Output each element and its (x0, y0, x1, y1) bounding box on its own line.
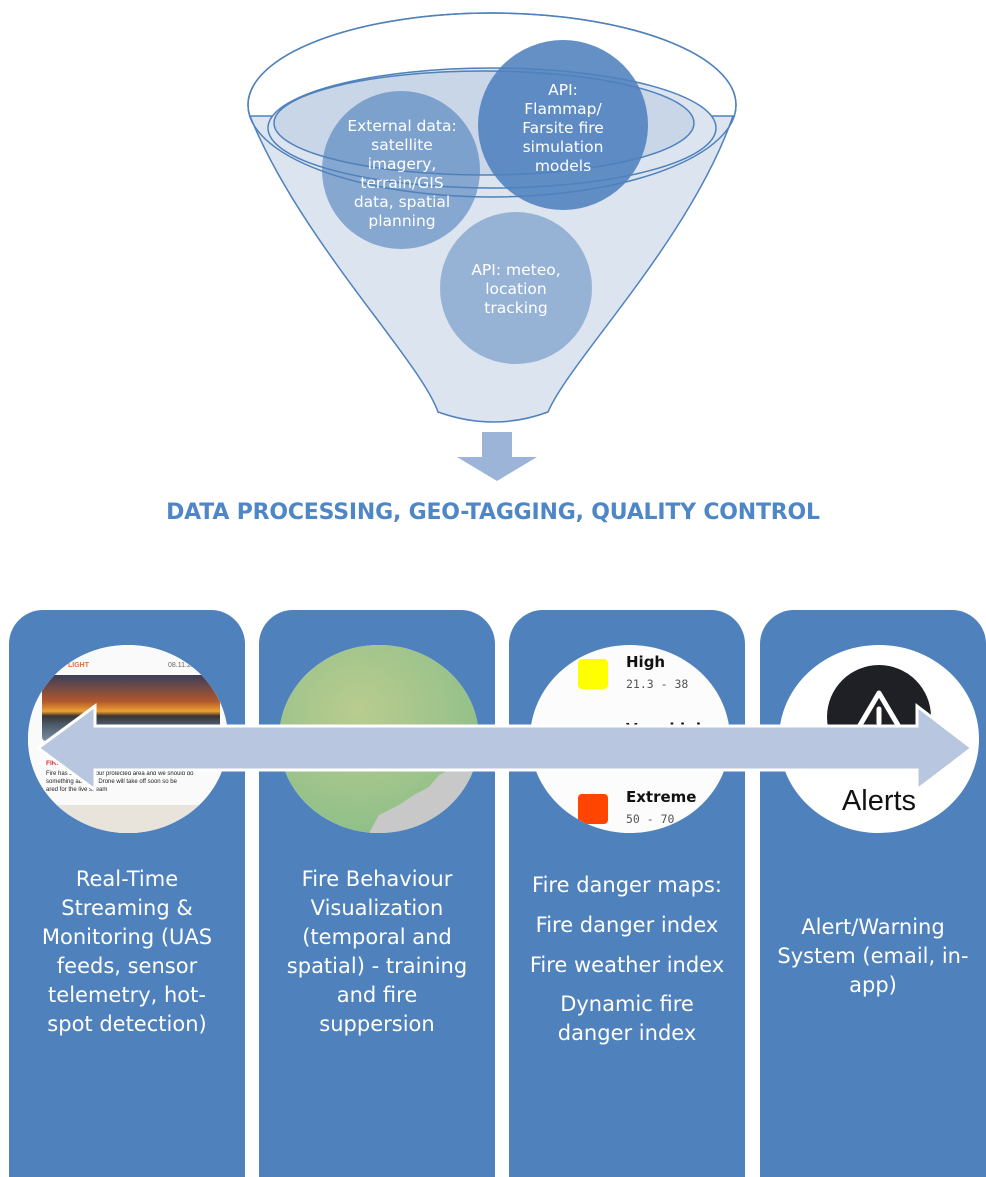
processing-heading: DATA PROCESSING, GEO-TAGGING, QUALITY CO… (166, 500, 820, 525)
circle-flammap-api (478, 40, 648, 210)
legend-range-very-high: 38 - 50 (626, 744, 675, 758)
legend-swatch-very-high (578, 726, 608, 756)
alerts-thumbnail: Alerts (779, 645, 979, 833)
fire-alert-text: Fire has started in our protected area a… (46, 771, 194, 793)
fire-behaviour-map-thumbnail (279, 645, 479, 833)
legend-swatch-extreme (578, 794, 608, 824)
thumb-header-left: LIGHT (68, 662, 89, 669)
warning-triangle-icon (827, 665, 931, 769)
streaming-thumbnail: LIGHT 08.11.2... FIRE ALERT 08.11.2024 •… (28, 645, 228, 833)
circle-meteo-api (440, 212, 592, 364)
fire-alert-date: 08.11.2024 • 18:59 (158, 760, 209, 766)
circle-external-data-label: External data:satellite imagery,terrain/… (347, 117, 457, 230)
legend-level-high: High (626, 653, 666, 671)
map-burn-area (376, 727, 400, 767)
fire-behaviour-map (279, 645, 479, 833)
fire-point-marker (395, 735, 399, 739)
legend-level-extreme: Extreme (626, 788, 697, 806)
legend-range-high: 21.3 - 38 (626, 677, 689, 691)
thumb-header-date: 08.11.2... (168, 662, 197, 669)
circle-external-data (322, 91, 480, 249)
down-arrow (457, 432, 537, 481)
legend-swatch-high (578, 659, 608, 689)
alerts-thumb-label: Alerts (841, 785, 917, 817)
fire-alert-title: FIRE ALERT (46, 760, 85, 767)
map-strip (48, 805, 218, 833)
legend-level-very-high: Very high (626, 720, 707, 738)
sunset-photo (42, 675, 220, 741)
legend-range-extreme: 50 - 70 (626, 812, 675, 826)
circle-meteo-api-label: API: meteo,location tracking (471, 261, 561, 317)
fire-danger-legend-thumbnail: High 21.3 - 38 Very high 38 - 50 Extreme… (530, 645, 730, 833)
